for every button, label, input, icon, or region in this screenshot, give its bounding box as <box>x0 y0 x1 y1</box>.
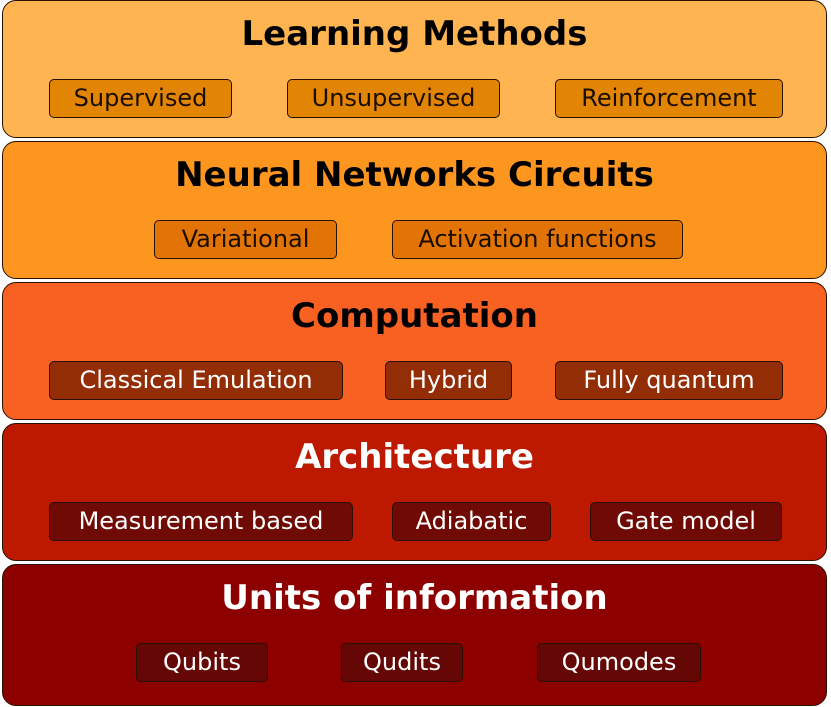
item-adiabatic: Adiabatic <box>392 502 551 541</box>
layer-neural-networks-circuits: Neural Networks Circuits Variational Act… <box>2 141 827 279</box>
item-qumodes: Qumodes <box>537 643 701 682</box>
layer-title: Computation <box>291 296 538 336</box>
item-qubits: Qubits <box>136 643 268 682</box>
item-activation-functions: Activation functions <box>392 220 683 259</box>
layer-architecture: Architecture Measurement based Adiabatic… <box>2 423 827 561</box>
item-variational: Variational <box>154 220 337 259</box>
layer-title: Units of information <box>221 578 608 618</box>
layer-computation: Computation Classical Emulation Hybrid F… <box>2 282 827 420</box>
item-supervised: Supervised <box>49 79 232 118</box>
item-qudits: Qudits <box>341 643 463 682</box>
layer-units-of-information: Units of information Qubits Qudits Qumod… <box>2 564 827 706</box>
item-reinforcement: Reinforcement <box>555 79 783 118</box>
layer-title: Architecture <box>295 437 534 477</box>
item-classical-emulation: Classical Emulation <box>49 361 343 400</box>
item-unsupervised: Unsupervised <box>287 79 500 118</box>
layer-learning-methods: Learning Methods Supervised Unsupervised… <box>2 0 827 138</box>
item-gate-model: Gate model <box>590 502 782 541</box>
item-measurement-based: Measurement based <box>49 502 353 541</box>
layer-title: Neural Networks Circuits <box>175 155 654 195</box>
item-fully-quantum: Fully quantum <box>555 361 783 400</box>
layer-title: Learning Methods <box>241 14 588 54</box>
item-hybrid: Hybrid <box>385 361 512 400</box>
